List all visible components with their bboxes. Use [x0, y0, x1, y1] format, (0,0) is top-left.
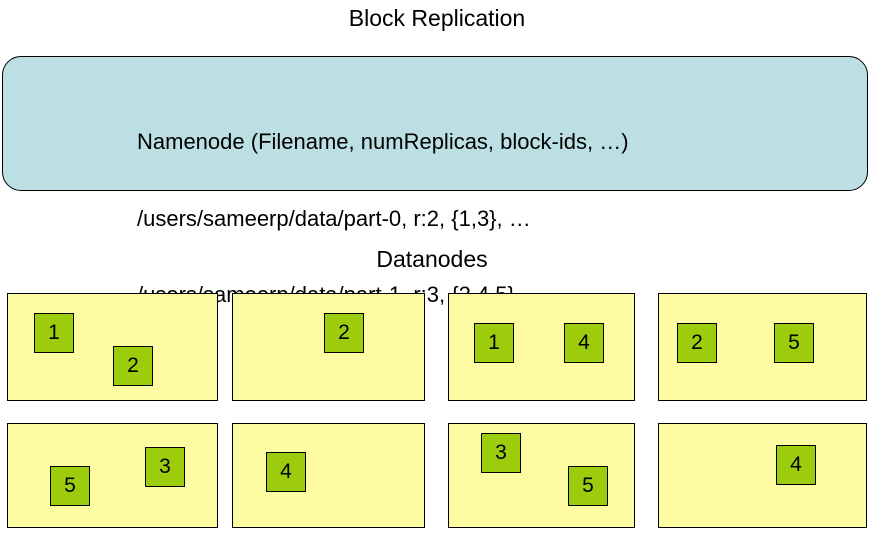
block-chip: 2 [113, 346, 153, 386]
page-title: Block Replication [348, 5, 526, 31]
namenode-file-line-part-0: /users/sameerp/data/part-0, r:2, {1,3}, … [137, 205, 531, 231]
block-chip: 1 [474, 323, 514, 363]
datanode-r1-c1: 4 [232, 423, 425, 528]
block-chip: 1 [34, 313, 74, 353]
block-chip: 5 [774, 323, 814, 363]
block-chip: 2 [324, 313, 364, 353]
block-chip: 2 [677, 323, 717, 363]
datanodes-caption-text: Datanodes [376, 246, 488, 272]
datanodes-caption: Datanodes [0, 245, 874, 273]
block-chip: 5 [50, 466, 90, 506]
datanode-r1-c3: 4 [658, 423, 867, 528]
block-chip: 4 [564, 323, 604, 363]
datanode-r0-c1: 2 [232, 293, 425, 401]
block-chip: 3 [145, 447, 185, 487]
block-chip: 4 [776, 445, 816, 485]
block-chip: 5 [568, 466, 608, 506]
namenode-header-line: Namenode (Filename, numReplicas, block-i… [137, 129, 629, 154]
namenode-panel: Namenode (Filename, numReplicas, block-i… [2, 56, 868, 307]
block-chip: 4 [266, 452, 306, 492]
block-chip: 3 [481, 433, 521, 473]
